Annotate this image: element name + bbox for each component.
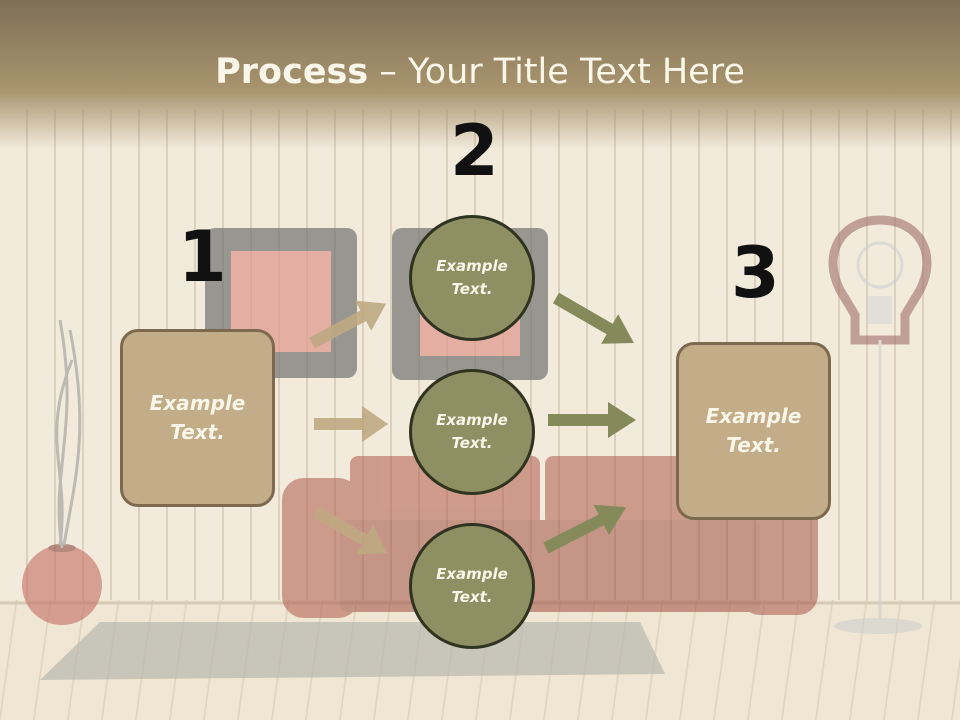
step-box-1-text: Example Text.: [149, 391, 246, 444]
arrow-right-icon: [548, 402, 636, 438]
title-rest: – Your Title Text Here: [368, 52, 745, 92]
circle-bottom-text: Example Text.: [436, 565, 508, 606]
circle-middle-text: Example Text.: [436, 411, 508, 452]
vase: [22, 319, 102, 625]
circle-top-text: Example Text.: [436, 257, 508, 298]
step-number-3: 3: [731, 232, 780, 314]
arrow-right-icon: [309, 300, 387, 349]
step-box-1[interactable]: Example Text.: [120, 329, 275, 507]
circle-bottom[interactable]: Example Text.: [409, 523, 535, 649]
arrow-right-icon: [314, 406, 388, 442]
step-number-2: 2: [450, 110, 499, 192]
slide-title: Process – Your Title Text Here: [0, 52, 960, 92]
step-box-3[interactable]: Example Text.: [676, 342, 831, 520]
step-box-3-text: Example Text.: [705, 404, 802, 457]
circle-top[interactable]: Example Text.: [409, 215, 535, 341]
arrow-right-icon: [553, 292, 634, 344]
title-bold: Process: [215, 52, 369, 92]
circle-middle[interactable]: Example Text.: [409, 369, 535, 495]
title-bar: [0, 0, 960, 150]
step-number-1: 1: [178, 216, 227, 298]
arrow-right-icon: [543, 504, 627, 554]
floor-lamp: [828, 215, 932, 634]
arrow-right-icon: [313, 506, 388, 555]
